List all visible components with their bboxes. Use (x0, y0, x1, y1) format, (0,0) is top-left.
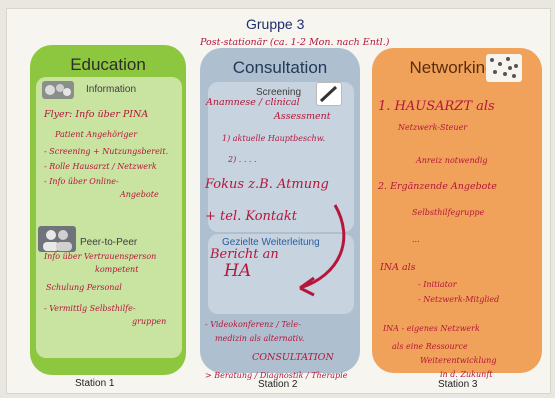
note-edu-2: Patient Angehöriger (55, 130, 138, 139)
note-edu-3: - Screening + Nutzungsbereit. (44, 147, 169, 156)
note-net-11: als eine Ressource (392, 342, 468, 351)
note-con-8: HA (224, 261, 252, 281)
note-con-9: - Videokonferenz / Tele- (205, 320, 301, 329)
note-edu-1: Flyer: Info über PINA (44, 109, 149, 120)
note-con-12: > Beratung / Diagnostik / Therapie (205, 371, 348, 380)
information-icon (42, 81, 74, 99)
note-edu-9: Schulung Personal (46, 283, 122, 292)
group-title: Gruppe 3 (246, 16, 305, 32)
note-con-4: 2) . . . . (228, 155, 257, 164)
information-label: Information (86, 84, 137, 95)
note-edu-6: Angebote (120, 190, 159, 199)
note-net-8: - Initiator (418, 280, 457, 289)
note-con-10: medizin als alternativ. (215, 334, 305, 343)
peer-to-peer-card: Peer-to-Peer (36, 226, 182, 358)
note-con-7: Bericht an (210, 247, 279, 262)
networking-column: Networking Station 3 (372, 48, 542, 390)
consultation-column: Consultation Screening Gezielte Weiterle… (200, 48, 360, 390)
note-net-12: Weiterentwicklung (420, 356, 497, 365)
note-top: Post-stationär (ca. 1-2 Mon. nach Entl.) (200, 37, 390, 48)
network-icon (486, 54, 522, 82)
consultation-heading: Consultation (232, 58, 328, 77)
screening-label: Screening (256, 87, 302, 98)
note-edu-8: kompetent (95, 265, 139, 274)
station-1-label: Station 1 (75, 378, 115, 389)
note-net-3: Anreiz notwendig (416, 156, 488, 165)
note-net-6: ... (412, 235, 420, 244)
note-net-10: INA - eigenes Netzwerk (383, 324, 480, 333)
note-net-5: Selbsthilfegruppe (412, 208, 485, 217)
note-con-3: 1) aktuelle Hauptbeschw. (222, 134, 326, 143)
note-con-5: Fokus z.B. Atmung (205, 177, 329, 192)
people-icon (38, 226, 76, 252)
note-edu-7: Info über Vertrauensperson (44, 252, 157, 261)
note-net-4: 2. Ergänzende Angebote (378, 181, 497, 192)
screening-card: Screening (208, 82, 354, 232)
note-net-13: in d. Zukunft (440, 370, 493, 379)
note-edu-11: gruppen (132, 317, 167, 326)
note-edu-4: - Rolle Hausarzt / Netzwerk (44, 162, 157, 171)
education-column: Education Information Peer-to-Peer Stati… (30, 45, 186, 389)
note-net-7: INA als (380, 262, 416, 273)
note-net-9: - Netzwerk-Mitglied (418, 295, 500, 304)
weiterleitung-label: Gezielte Weiterleitung (222, 237, 320, 248)
note-edu-5: - Info über Online- (44, 177, 119, 186)
arrow-annotation (299, 204, 346, 297)
note-con-2: Assessment (274, 111, 331, 122)
weiterleitung-card: Gezielte Weiterleitung (208, 234, 354, 314)
note-con-11: CONSULTATION (252, 352, 334, 363)
note-net-1: 1. HAUSARZT als (378, 99, 495, 114)
education-heading: Education (70, 55, 146, 74)
station-3-label: Station 3 (438, 379, 478, 390)
note-con-6: + tel. Kontakt (205, 209, 298, 224)
station-2-label: Station 2 (258, 379, 298, 390)
peer-to-peer-label: Peer-to-Peer (80, 237, 138, 248)
note-net-2: Netzwerk-Steuer (398, 123, 468, 132)
note-con-1: Anamnese / clinical (206, 97, 300, 108)
networking-heading: Networking (409, 58, 495, 77)
pen-icon (316, 82, 342, 106)
note-edu-10: - Vermittlg Selbsthilfe- (44, 304, 136, 313)
